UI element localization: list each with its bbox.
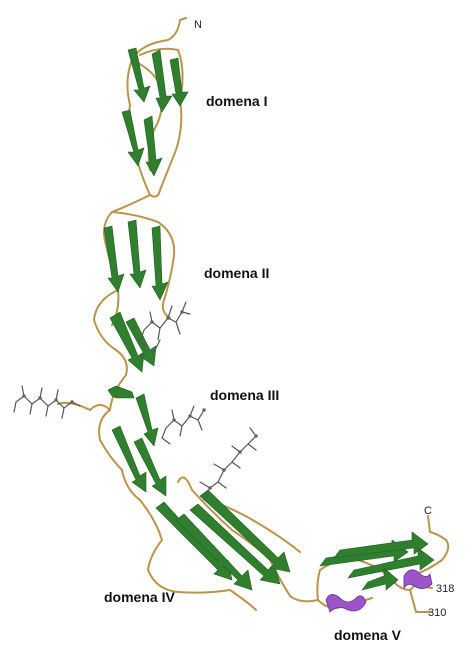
domain-2-label: domena II bbox=[204, 265, 269, 281]
c-terminus-label: C bbox=[424, 505, 432, 517]
domain-2-strands bbox=[104, 220, 168, 300]
residue-310-label: 310 bbox=[428, 607, 446, 619]
domain-5-helices bbox=[326, 570, 432, 612]
domain-4-strands bbox=[112, 426, 290, 590]
n-terminus-label: N bbox=[194, 19, 202, 31]
domain-3-strands bbox=[108, 312, 158, 446]
residue-318-label: 318 bbox=[436, 583, 454, 595]
domain-4-label: domena IV bbox=[104, 589, 175, 605]
domain-3-label: domena III bbox=[210, 387, 279, 403]
glycan-2 bbox=[14, 386, 80, 418]
domain-1-strands bbox=[122, 48, 188, 176]
glycan-3 bbox=[162, 406, 206, 444]
glycan-4 bbox=[200, 428, 258, 500]
domain-1-label: domena I bbox=[206, 93, 267, 109]
domain-5-label: domena V bbox=[334, 627, 402, 643]
